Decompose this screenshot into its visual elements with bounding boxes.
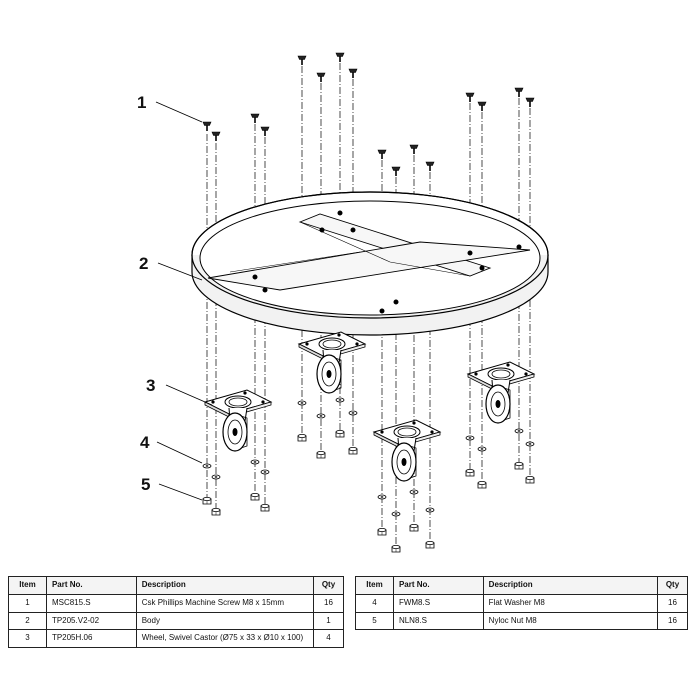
- screw-icon: [391, 166, 401, 177]
- cell-qty: 16: [657, 593, 688, 613]
- callout-5: 5: [141, 475, 150, 494]
- table-header-row: Item Part No. Description Qty: [8, 576, 344, 595]
- cell-qty: 4: [313, 629, 344, 649]
- cell-description: Flat Washer M8: [482, 593, 659, 613]
- cell-item: 3: [8, 629, 47, 649]
- header-item: Item: [8, 576, 47, 595]
- cell-part-no: FWM8.S: [392, 593, 484, 613]
- screw-icon: [477, 101, 487, 112]
- screw-icon: [425, 161, 435, 172]
- castor-wheel-back-right: [467, 361, 535, 424]
- header-qty: Qty: [313, 576, 344, 595]
- screw-icon: [297, 55, 307, 66]
- cell-description: Body: [135, 611, 315, 631]
- cell-qty: 16: [313, 593, 344, 613]
- table-header-row: Item Part No. Description Qty: [355, 576, 688, 595]
- screw-icon: [316, 72, 326, 83]
- screw-icon: [465, 92, 475, 103]
- cell-qty: 16: [657, 611, 688, 631]
- callout-2: 2: [139, 254, 148, 273]
- header-part-no: Part No.: [45, 576, 137, 595]
- screw-icon: [211, 131, 221, 142]
- cell-part-no: TP205H.06: [45, 629, 137, 649]
- cell-item: 5: [355, 611, 394, 631]
- screw-icon: [260, 126, 270, 137]
- screws-group: [202, 52, 535, 177]
- screw-icon: [348, 68, 358, 79]
- screw-icon: [202, 121, 212, 132]
- callout-4: 4: [140, 433, 150, 452]
- header-qty: Qty: [657, 576, 688, 595]
- cell-qty: 1: [313, 611, 344, 631]
- screw-icon: [250, 113, 260, 124]
- table-row: 2 TP205.V2-02 Body 1: [8, 611, 344, 631]
- table-row: 1 MSC815.S Csk Phillips Machine Screw M8…: [8, 593, 344, 613]
- cell-part-no: MSC815.S: [45, 593, 137, 613]
- parts-table-left: Item Part No. Description Qty 1 MSC815.S…: [8, 576, 344, 649]
- exploded-assembly-diagram: 1 2 3 4 5: [137, 52, 549, 553]
- ring-body: [191, 191, 549, 336]
- header-description: Description: [135, 576, 315, 595]
- screw-icon: [335, 52, 345, 63]
- castor-wheel-front-left: [204, 389, 272, 452]
- cell-item: 2: [8, 611, 47, 631]
- callout-1: 1: [137, 93, 146, 112]
- header-item: Item: [355, 576, 394, 595]
- header-part-no: Part No.: [392, 576, 484, 595]
- header-description: Description: [482, 576, 659, 595]
- screw-icon: [525, 97, 535, 108]
- cell-description: Csk Phillips Machine Screw M8 x 15mm: [135, 593, 315, 613]
- callout-3: 3: [146, 376, 155, 395]
- screw-icon: [514, 87, 524, 98]
- cell-part-no: TP205.V2-02: [45, 611, 137, 631]
- table-row: 5 NLN8.S Nyloc Nut M8 16: [355, 611, 688, 631]
- cell-description: Wheel, Swivel Castor (Ø75 x 33 x Ø10 x 1…: [135, 629, 315, 649]
- castor-wheel-back-left: [298, 331, 366, 394]
- parts-table-right: Item Part No. Description Qty 4 FWM8.S F…: [355, 576, 688, 631]
- screw-icon: [409, 144, 419, 155]
- cell-item: 4: [355, 593, 394, 613]
- callout-leaders: [155, 101, 213, 501]
- cell-item: 1: [8, 593, 47, 613]
- cell-description: Nyloc Nut M8: [482, 611, 659, 631]
- screw-icon: [377, 149, 387, 160]
- cell-part-no: NLN8.S: [392, 611, 484, 631]
- table-row: 3 TP205H.06 Wheel, Swivel Castor (Ø75 x …: [8, 629, 344, 649]
- table-row: 4 FWM8.S Flat Washer M8 16: [355, 593, 688, 613]
